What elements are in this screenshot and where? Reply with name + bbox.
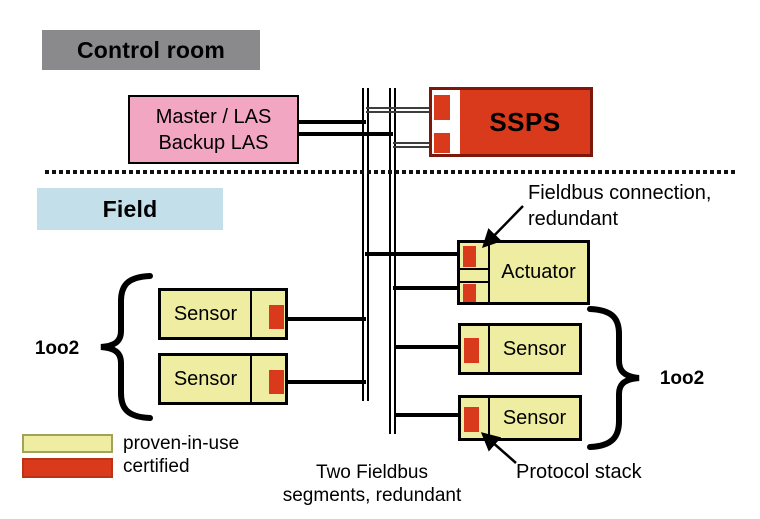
sensor-r2-label: Sensor [502, 406, 567, 429]
legend-certified-label: certified [123, 456, 190, 477]
sensor-l2-protocol-connector [269, 370, 284, 394]
actuator-divider [488, 243, 490, 302]
control-room-text: Control room [76, 36, 226, 63]
field-text: Field [102, 195, 158, 222]
fieldbus-segments-caption-line2: segments, redundant [282, 485, 462, 506]
sensor-l1-protocol-connector [269, 305, 284, 329]
voting-1oo2-right-label: 1oo2 [659, 368, 705, 389]
bus-to-sensor-r2-line [394, 413, 458, 417]
sensor-r2-protocol-connector [464, 407, 479, 432]
sensor-right-2-box: Sensor [458, 395, 582, 441]
sensor-l2-label: Sensor [173, 367, 238, 390]
control-room-zone-label: Control room [42, 30, 260, 70]
sensor-l1-to-bus-line [286, 317, 366, 321]
legend-proven-in-use-swatch [22, 434, 113, 453]
actuator-box: Actuator [457, 240, 590, 305]
ssps-fieldbus-connector-1 [434, 95, 450, 120]
bus1-to-ssps-line [366, 107, 431, 113]
sensor-left-2-box: Sensor [158, 353, 288, 405]
brace-left-1oo2 [100, 273, 153, 421]
sensor-l1-label: Sensor [173, 302, 238, 325]
master-to-bus2-line [295, 132, 393, 136]
actuator-strip-line-2 [460, 281, 488, 283]
sensor-right-1-box: Sensor [458, 323, 582, 375]
protocol-stack-annotation: Protocol stack [516, 461, 642, 483]
sensor-divider [488, 326, 490, 372]
fieldbus-connection-line1: Fieldbus connection, [528, 182, 712, 204]
sensor-left-1-box: Sensor [158, 288, 288, 340]
bus-to-sensor-r1-line [394, 345, 458, 349]
legend-certified-swatch [22, 458, 113, 478]
master-las-box: Master / LAS Backup LAS [128, 95, 299, 164]
field-zone-label: Field [37, 188, 223, 230]
brace-right-1oo2 [587, 306, 640, 450]
sensor-r1-protocol-connector [464, 338, 479, 363]
bus1-to-actuator-line [365, 252, 457, 256]
fieldbus-segments-caption: Two Fieldbus segments, redundant [262, 461, 482, 507]
actuator-connector-2 [463, 284, 476, 302]
actuator-strip-line-1 [460, 268, 488, 270]
ssps-label: SSPS [489, 106, 561, 137]
fieldbus-connection-annotation: Fieldbus connection, redundant [528, 180, 711, 232]
sensor-r1-label: Sensor [502, 337, 567, 360]
fieldbus-segments-caption-line1: Two Fieldbus [316, 462, 428, 483]
bus2-to-actuator-line [393, 286, 457, 290]
bus2-to-ssps-line [393, 142, 431, 148]
fieldbus-segment-1 [362, 88, 369, 401]
actuator-label: Actuator [501, 261, 576, 283]
actuator-connector-1 [463, 246, 476, 267]
sensor-l2-to-bus-line [286, 380, 366, 384]
ssps-connector-strip [432, 90, 460, 154]
master-las-line2: Backup LAS [158, 131, 269, 154]
sensor-divider [250, 291, 252, 337]
fieldbus-connection-line2: redundant [528, 208, 619, 230]
master-las-line1: Master / LAS [155, 105, 272, 128]
ssps-box: SSPS [429, 87, 593, 157]
master-to-bus1-line [295, 120, 366, 124]
fieldbus-segment-2 [389, 88, 396, 434]
ssps-fieldbus-connector-2 [434, 133, 450, 153]
sensor-divider [488, 398, 490, 438]
voting-1oo2-left-label: 1oo2 [34, 338, 80, 359]
legend-proven-in-use-label: proven-in-use [123, 433, 240, 454]
zone-separator-dotted-line [45, 170, 735, 174]
sensor-divider [250, 356, 252, 402]
